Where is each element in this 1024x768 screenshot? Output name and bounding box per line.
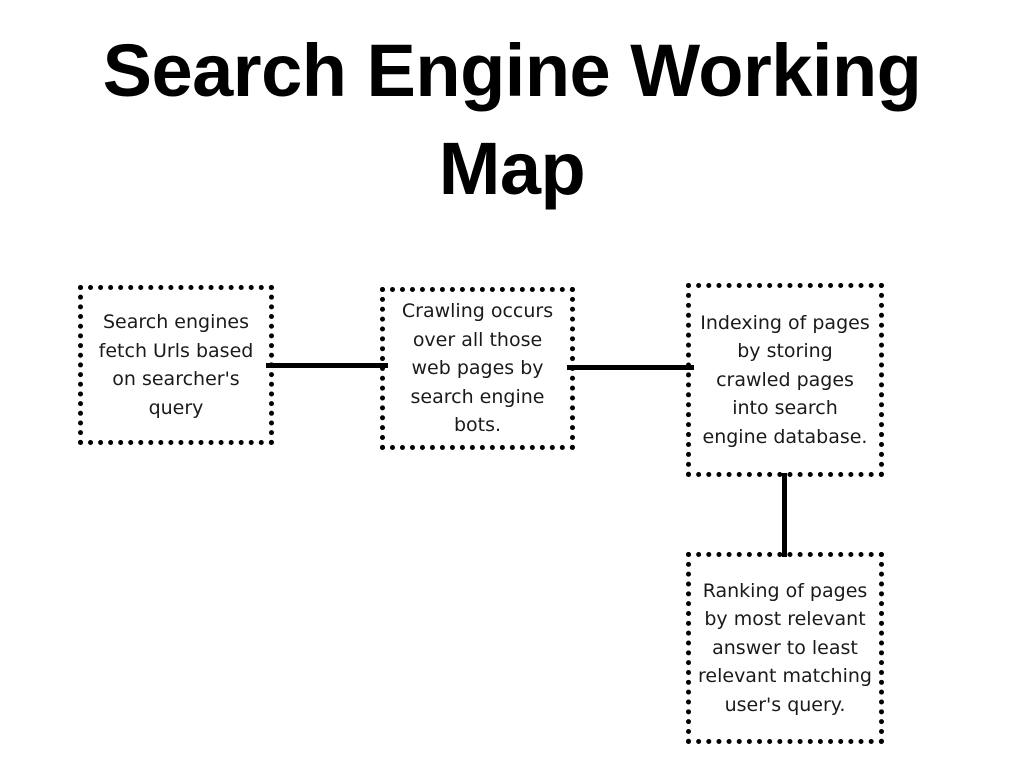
connector-crawling-to-indexing xyxy=(567,365,694,370)
flowchart-node-label: Search engines fetch Urls based on searc… xyxy=(98,311,254,419)
connector-indexing-to-ranking xyxy=(782,473,787,557)
page-title: Search Engine Working Map xyxy=(102,29,922,210)
flowchart-node-ranking[interactable]: Ranking of pages by most relevant answer… xyxy=(686,552,884,744)
connector-search-fetch-to-crawling xyxy=(266,363,388,368)
flowchart-node-search-fetch[interactable]: Search engines fetch Urls based on searc… xyxy=(78,285,274,445)
flowchart-node-label: Crawling occurs over all those web pages… xyxy=(401,300,554,437)
flowchart-node-crawling[interactable]: Crawling occurs over all those web pages… xyxy=(380,287,575,450)
flowchart-node-label: Indexing of pages by storing crawled pag… xyxy=(700,311,870,448)
flowchart-node-indexing[interactable]: Indexing of pages by storing crawled pag… xyxy=(686,283,884,477)
flowchart-node-label: Ranking of pages by most relevant answer… xyxy=(698,579,872,716)
